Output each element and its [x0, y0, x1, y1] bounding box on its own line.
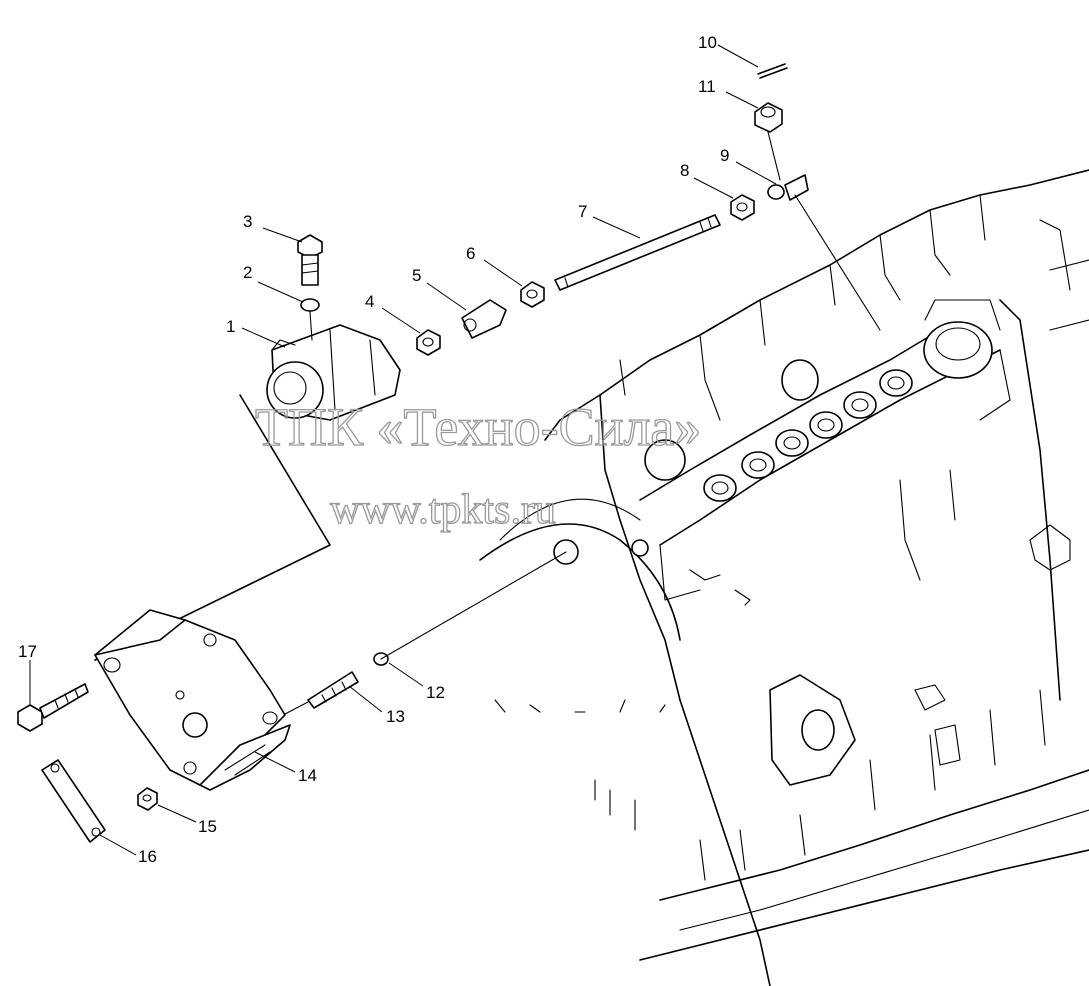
part-5-fitting	[461, 299, 507, 339]
part-10-pin	[757, 63, 788, 79]
part-13-stud	[284, 671, 359, 715]
callout-7: 7	[578, 202, 587, 221]
leader-lines	[29, 44, 777, 856]
part-6-nut	[520, 281, 545, 308]
callouts: 1 2 3 4 5 6 7 8 9 10 11 12 13 14 15 16 1…	[18, 33, 729, 866]
callout-15: 15	[198, 817, 217, 836]
pump-barrels	[703, 369, 913, 502]
support-bracket	[94, 394, 331, 786]
callout-6: 6	[466, 244, 475, 263]
callout-14: 14	[298, 766, 317, 785]
callout-10: 10	[698, 33, 717, 52]
part-15-nut	[137, 787, 158, 811]
part-4-nut	[416, 329, 441, 356]
watermark: ТПК «Техно-Сила» www.tpkts.ru	[254, 396, 702, 533]
watermark-line1: ТПК «Техно-Сила»	[255, 397, 701, 457]
part-9-clevis	[767, 174, 881, 331]
part-14-plate	[199, 724, 291, 791]
callout-2: 2	[243, 263, 252, 282]
callout-9: 9	[720, 146, 729, 165]
callout-13: 13	[386, 707, 405, 726]
watermark-line2: www.tpkts.ru	[330, 487, 556, 533]
callout-12: 12	[426, 683, 445, 702]
callout-5: 5	[412, 266, 421, 285]
part-16-link	[41, 759, 106, 843]
callout-17: 17	[18, 642, 37, 661]
callout-3: 3	[243, 212, 252, 231]
part-1-actuator	[266, 324, 401, 421]
part-11-sleeve	[754, 102, 783, 181]
part-3-bolt	[297, 234, 323, 286]
callout-8: 8	[680, 161, 689, 180]
engine-block	[479, 169, 1089, 986]
part-17-bolt	[17, 683, 89, 732]
callout-4: 4	[365, 292, 374, 311]
callout-16: 16	[138, 847, 157, 866]
part-7-rod	[554, 214, 721, 291]
part-2-washer	[300, 298, 320, 312]
callout-1: 1	[226, 317, 235, 336]
callout-11: 11	[698, 77, 716, 96]
part-8-nut	[730, 194, 755, 221]
